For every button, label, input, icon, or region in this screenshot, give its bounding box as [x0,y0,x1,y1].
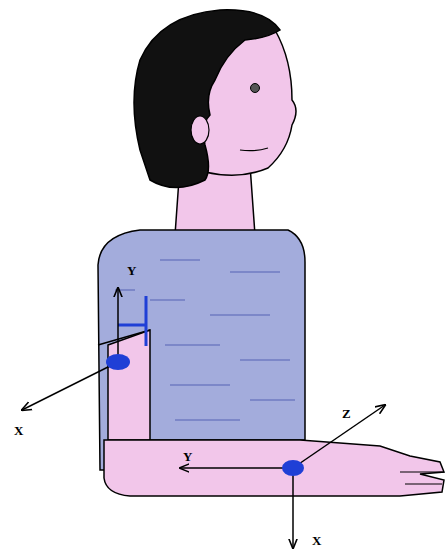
joint-marker [282,460,304,476]
upper-arm [108,330,150,440]
eye [251,84,260,93]
joint-marker [106,354,130,370]
axis-line [117,288,119,362]
axis-line [292,468,294,548]
axis-label: Y [127,264,136,277]
axis-label: X [312,534,321,547]
axis-line [22,362,118,410]
axis-label: Z [342,407,351,420]
axis-line [293,405,385,468]
shirt [98,230,305,470]
sleeve-edge [98,330,150,345]
mouth [240,148,268,151]
joint-bracket [118,296,146,346]
hair [134,10,280,188]
axis-line [180,467,293,469]
fingers [400,472,444,484]
axis-label: X [14,424,23,437]
axis-label: Y [183,450,192,463]
ear [191,116,209,144]
forearm [104,440,444,496]
